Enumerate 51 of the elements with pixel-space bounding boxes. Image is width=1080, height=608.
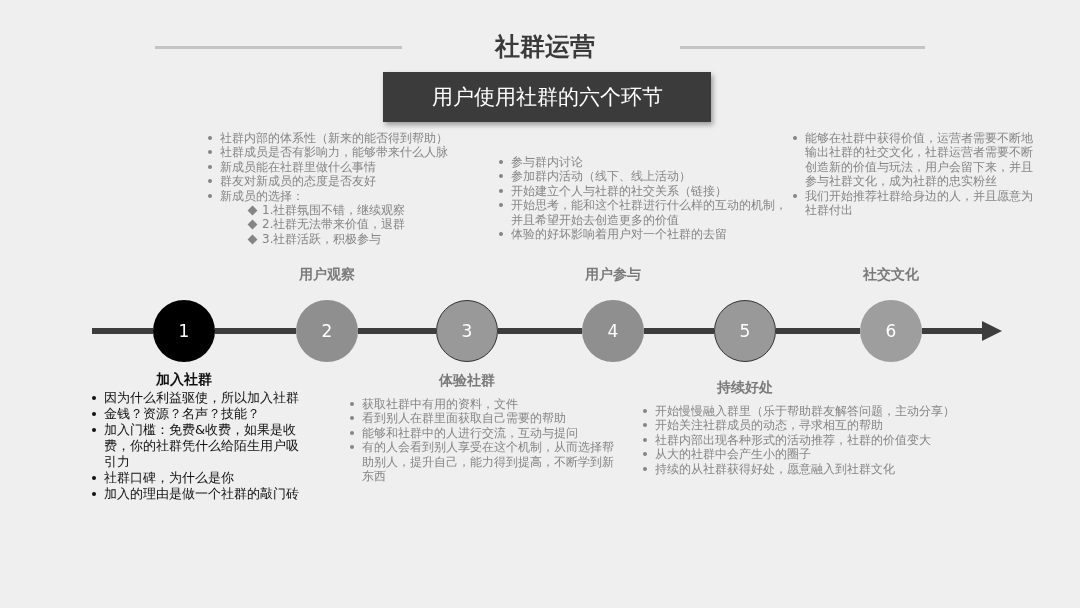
connector-line [215, 328, 296, 334]
bullet-text: 参与群内讨论 [511, 155, 584, 170]
page-title: 社群运营 [495, 31, 595, 63]
bullet-text: 体验的好坏影响着用户对一个社群的去留 [511, 227, 728, 242]
step-number: 1 [178, 321, 190, 341]
step-label: 加入社群 [156, 370, 212, 388]
step-number: 4 [607, 321, 619, 341]
bullet-text: 开始慢慢融入群里（乐于帮助群友解答问题，主动分享） [655, 404, 956, 419]
bullet-text: 持续的从社群获得好处，愿意融入到社群文化 [655, 461, 896, 477]
bullet-text: 3.社群活跃，积极参与 [262, 231, 383, 247]
step-label: 持续好处 [717, 378, 773, 396]
bullet-text: 社群内部出现各种形式的活动推荐，社群的价值变大 [655, 432, 932, 448]
arrow [922, 321, 1002, 341]
step-label: 用户参与 [585, 265, 641, 283]
bullet-text: 加入门槛：免费&收费，如果是收费，你的社群凭什么给陌生用户吸引力 [104, 422, 300, 470]
bullet-text: 因为什么利益驱使，所以加入社群 [104, 390, 300, 406]
bullet-text: 开始建立个人与社群的社交关系（链接） [511, 183, 728, 199]
bullet-text: 开始关注社群成员的动态，寻求相互的帮助 [655, 418, 884, 433]
bullet-text: 1.社群氛围不错，继续观察 [262, 203, 407, 218]
step-number: 2 [321, 321, 333, 341]
bullet-text: 获取社群中有用的资料，文件 [362, 397, 519, 412]
bullet-text: 新成员能在社群里做什么事情 [220, 159, 377, 175]
bullet-text: 2.社群无法带来价值，退群 [262, 217, 407, 232]
step-number: 6 [885, 321, 897, 341]
bullet-text: 参加群内活动（线下、线上活动） [511, 169, 692, 184]
step-label: 体验社群 [439, 371, 495, 389]
bullet-text: 加入的理由是做一个社群的敲门砖 [104, 486, 300, 502]
connector-line [498, 328, 582, 334]
step-label: 用户观察 [299, 265, 355, 283]
connector-line [644, 328, 714, 334]
bullet-text: 开始思考，能和这个社群进行什么样的互动的机制，并且希望开始去创造更多的价值 [511, 198, 788, 228]
bullet-text: 我们开始推荐社群给身边的人，并且愿意为社群付出 [805, 188, 1034, 218]
banner-text: 用户使用社群的六个环节 [431, 84, 663, 111]
bullet-text: 能够和社群中的人进行交流，互动与提问 [362, 425, 579, 441]
bullet-text: 社群内部的体系性（新来的能否得到帮助） [220, 131, 449, 146]
bullet-text: 能够在社群中获得价值，运营者需要不断地输出社群的社交文化，社群运营者需要不断创造新的价值与玩法，用户会留下来，并且参与社群文化，成为社群的忠实粉丝 [805, 131, 1034, 189]
bullet-text: 社群成员是否有影响力，能够带来什么人脉 [220, 145, 449, 160]
connector-line [358, 328, 436, 334]
title-banner [383, 72, 711, 122]
bullet-text: 有的人会看到别人享受在这个机制，从而选择帮助别人，提升自己，能力得到提高，不断学到新东西 [362, 440, 615, 484]
connector-line [776, 328, 860, 334]
step-number: 5 [739, 321, 751, 341]
bullet-text: 金钱？资源？名声？技能？ [104, 406, 261, 422]
bullet-text: 从大的社群中会产生小的圈子 [655, 447, 812, 462]
bullet-text: 新成员的选择： [220, 188, 305, 204]
step-number: 3 [461, 321, 473, 341]
bullet-text: 群友对新成员的态度是否友好 [220, 174, 377, 189]
step-label: 社交文化 [863, 265, 919, 283]
bullet-text: 社群口碑，为什么是你 [104, 470, 235, 486]
connector-line [92, 328, 153, 334]
bullet-text: 看到别人在群里面获取自己需要的帮助 [362, 411, 567, 426]
